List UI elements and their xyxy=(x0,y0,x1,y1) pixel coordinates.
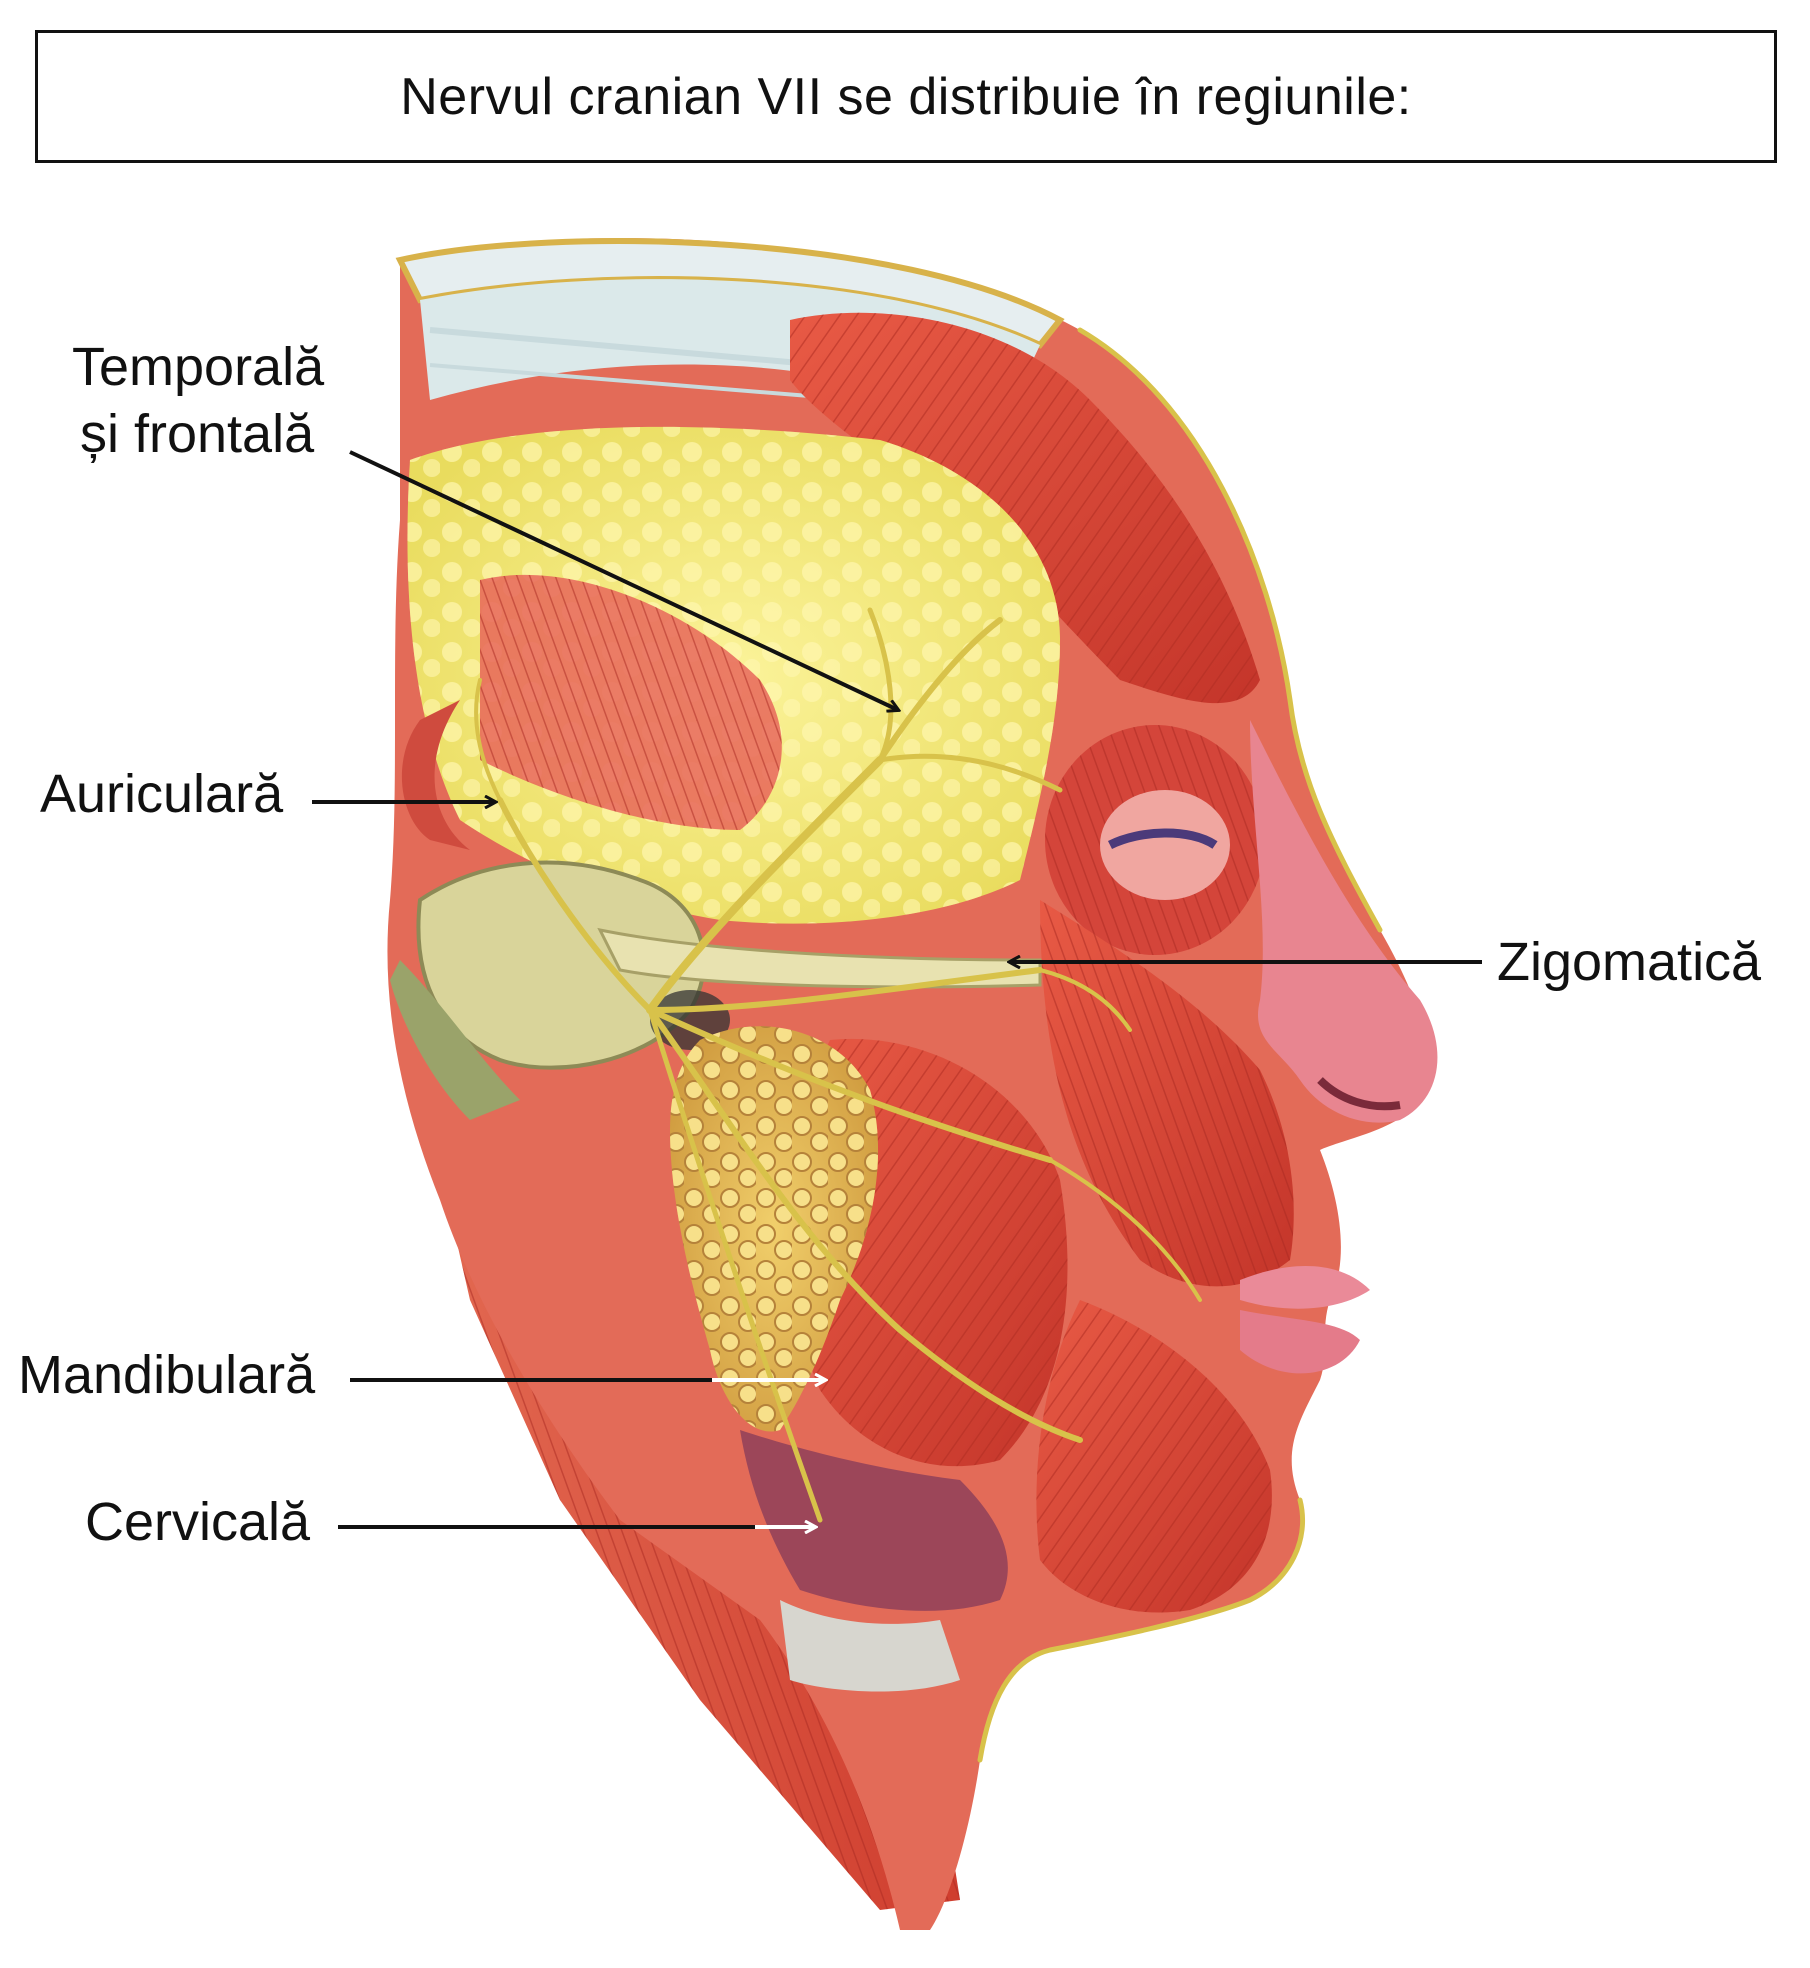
label-cervical-group: Cervicală xyxy=(85,1492,815,1552)
deep-neck-region xyxy=(740,1430,1008,1692)
label-cervical: Cervicală xyxy=(85,1492,311,1552)
zygomatic-bone xyxy=(390,860,1042,1120)
eye-region xyxy=(1045,725,1265,955)
label-zygomatic: Zigomatică xyxy=(1497,932,1762,992)
page-title: Nervul cranian VII se distribuie în regi… xyxy=(400,67,1412,126)
title-box: Nervul cranian VII se distribuie în regi… xyxy=(35,30,1777,163)
temporalis-muscle xyxy=(480,574,782,830)
nose xyxy=(1250,720,1438,1123)
label-temporal-line1: Temporală xyxy=(72,337,325,397)
arrow-temporal xyxy=(349,450,898,710)
label-auricular-group: Auriculară xyxy=(40,764,495,824)
label-mandibular: Mandibulară xyxy=(18,1345,316,1405)
midface-muscles xyxy=(1040,900,1294,1287)
label-temporal-line2: și frontală xyxy=(80,404,315,464)
frontalis-muscle xyxy=(790,312,1260,704)
chin-muscles xyxy=(1036,1300,1272,1613)
facial-nerve-branches xyxy=(474,327,1383,1763)
label-auricular: Auriculară xyxy=(40,764,284,824)
label-zygomatic-group: Zigomatică xyxy=(1010,932,1762,992)
lips xyxy=(1240,1266,1370,1374)
label-temporal-frontal: Temporală și frontală xyxy=(72,337,898,710)
ear xyxy=(401,700,470,850)
label-mandibular-group: Mandibulară xyxy=(18,1345,825,1405)
parotid-gland xyxy=(670,1026,879,1432)
